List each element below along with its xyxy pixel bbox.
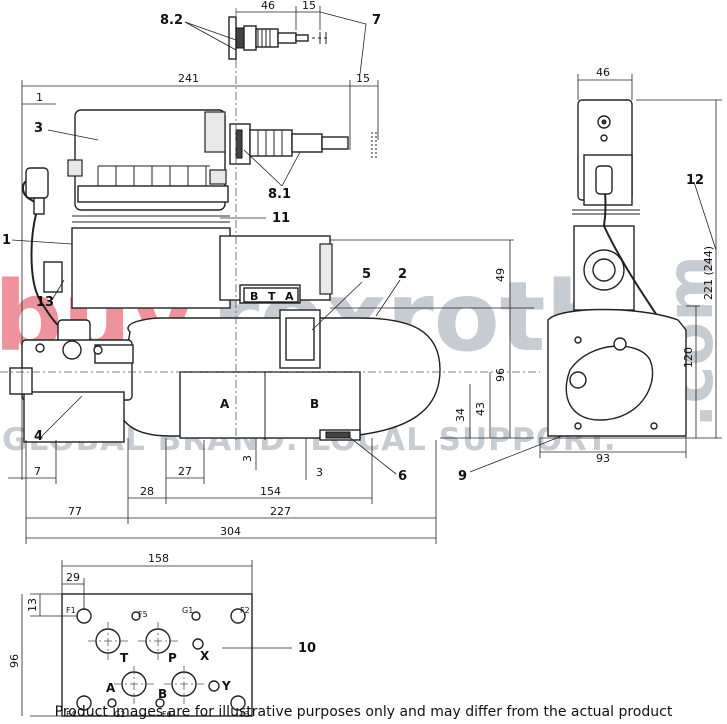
dim-77: 77 [68,505,82,518]
hole-g1-label: G1 [182,606,193,615]
plate-y-label: Y [221,679,231,693]
dim-96-plate: 96 [8,654,21,668]
dim-49: 49 [494,268,507,282]
dim-120: 120 [682,347,695,368]
dim-241: 241 [178,72,199,85]
dimension-lines [8,6,722,717]
dim-43: 43 [474,402,487,416]
callout-3: 3 [34,121,43,136]
subplate [61,593,253,717]
callout-2: 2 [398,267,407,282]
dim-46-top: 46 [261,0,275,12]
valve-body-upper [71,227,231,309]
dim-304: 304 [220,525,241,538]
dim-29: 29 [66,571,80,584]
dim-46-side: 46 [596,66,610,79]
dim-221: 221 (244) [702,246,715,300]
hole-f5-label: F5 [138,610,148,619]
callout-7: 7 [372,13,381,28]
dim-7: 7 [34,465,41,478]
dim-158: 158 [148,552,169,565]
dim-13: 13 [26,598,39,612]
btn-t-label: T [268,290,276,303]
hole-f6-label: F6 [162,710,172,719]
plate-x-label: X [200,649,210,663]
callout-13: 13 [36,295,54,310]
disclaimer-text: Product images are for illustrative purp… [54,704,673,720]
dim-27: 27 [178,465,192,478]
dim-15-top: 15 [302,0,316,12]
dim-3-right: 3 [316,466,323,479]
hole-f4-label: F4 [66,710,76,719]
hole-g2-label: G2 [114,710,125,719]
dim-28: 28 [140,485,154,498]
front-view: B T A A B [0,60,540,443]
dim-1: 1 [36,91,43,104]
callout-5: 5 [362,267,371,282]
callout-4: 4 [34,429,43,444]
hole-f2-label: F2 [240,606,250,615]
subplate-view: T P X A B Y F1 F5 G1 F2 F4 G2 F6 F3 [61,593,253,719]
leader-lines [11,11,717,649]
side-view [547,99,687,437]
dim-96-front: 96 [494,368,507,382]
dim-93: 93 [596,452,610,465]
dimension-text: 46 15 241 1 15 46 221 (244) 120 49 96 43… [8,0,715,668]
plate-t-label: T [120,651,129,665]
callout-8-2: 8.2 [160,13,183,28]
callouts: 8.2 7 3 8.1 11 1 5 2 13 4 6 9 12 10 [2,13,704,656]
hole-f1-label: F1 [66,606,76,615]
callout-1: 1 [2,233,11,248]
port-a-label: A [220,397,230,411]
dim-34: 34 [454,408,467,422]
callout-8-1: 8.1 [268,187,291,202]
plate-b-label: B [158,687,167,701]
plate-p-label: P [168,651,177,665]
callout-12: 12 [686,173,704,188]
port-b-label: B [310,397,319,411]
dim-227: 227 [270,505,291,518]
dim-154: 154 [260,485,281,498]
callout-9: 9 [458,469,467,484]
btn-a-label: A [285,290,294,303]
plug-detail [228,8,330,60]
dim-3-left: 3 [241,455,254,462]
hole-f3-label: F3 [240,710,250,719]
btn-b-label: B [250,290,258,303]
dim-15-right: 15 [356,72,370,85]
plate-a-label: A [106,681,116,695]
callout-10: 10 [298,641,316,656]
callout-6: 6 [398,469,407,484]
callout-11: 11 [272,211,290,226]
